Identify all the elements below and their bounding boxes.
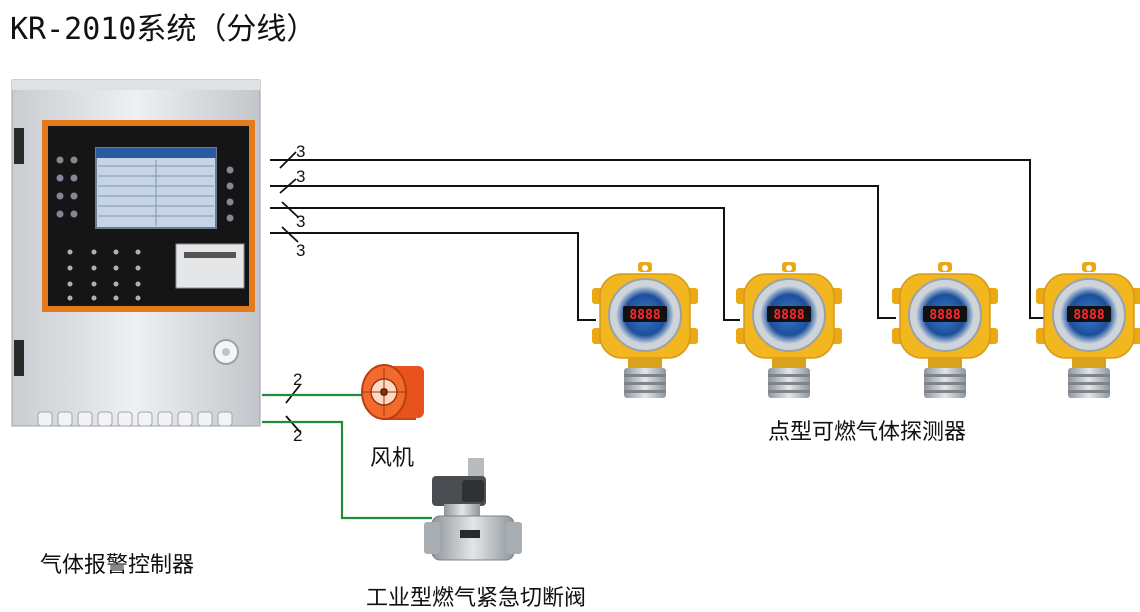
wire-to-detector-1 [270,232,596,321]
detector-wire-count-1: 3 [296,142,305,161]
wire-to-valve [262,420,432,520]
wire-to-detector-4 [270,159,1046,319]
valve-label: 工业型燃气紧急切断阀 [366,586,587,611]
wire-to-detector-2 [270,207,740,321]
detector-wire-count-4: 3 [296,241,305,260]
wire-slash-marks [279,151,301,433]
emergency-shutoff-valve [424,458,522,561]
gas-detector-2 [735,262,843,399]
gas-detector-1 [591,262,699,399]
gas-detector-4 [1035,262,1140,399]
detector-wire-count-2: 3 [296,167,305,186]
output-wires [262,393,432,520]
detector-wire-count-3: 3 [296,212,305,231]
detector-signal-wires [270,159,1046,321]
diagram-title: KR-2010系统（分线） [10,12,317,47]
wire-to-detector-3 [270,185,896,319]
controller-label: 气体报警控制器 [40,553,195,578]
gas-detector-3 [891,262,999,399]
fan-device [361,364,424,420]
fan-label: 风机 [370,446,415,471]
detectors-label: 点型可燃气体探测器 [768,420,967,445]
gas-alarm-controller [11,79,261,427]
fan-wire-count: 2 [293,370,302,389]
valve-wire-count: 2 [293,426,302,445]
